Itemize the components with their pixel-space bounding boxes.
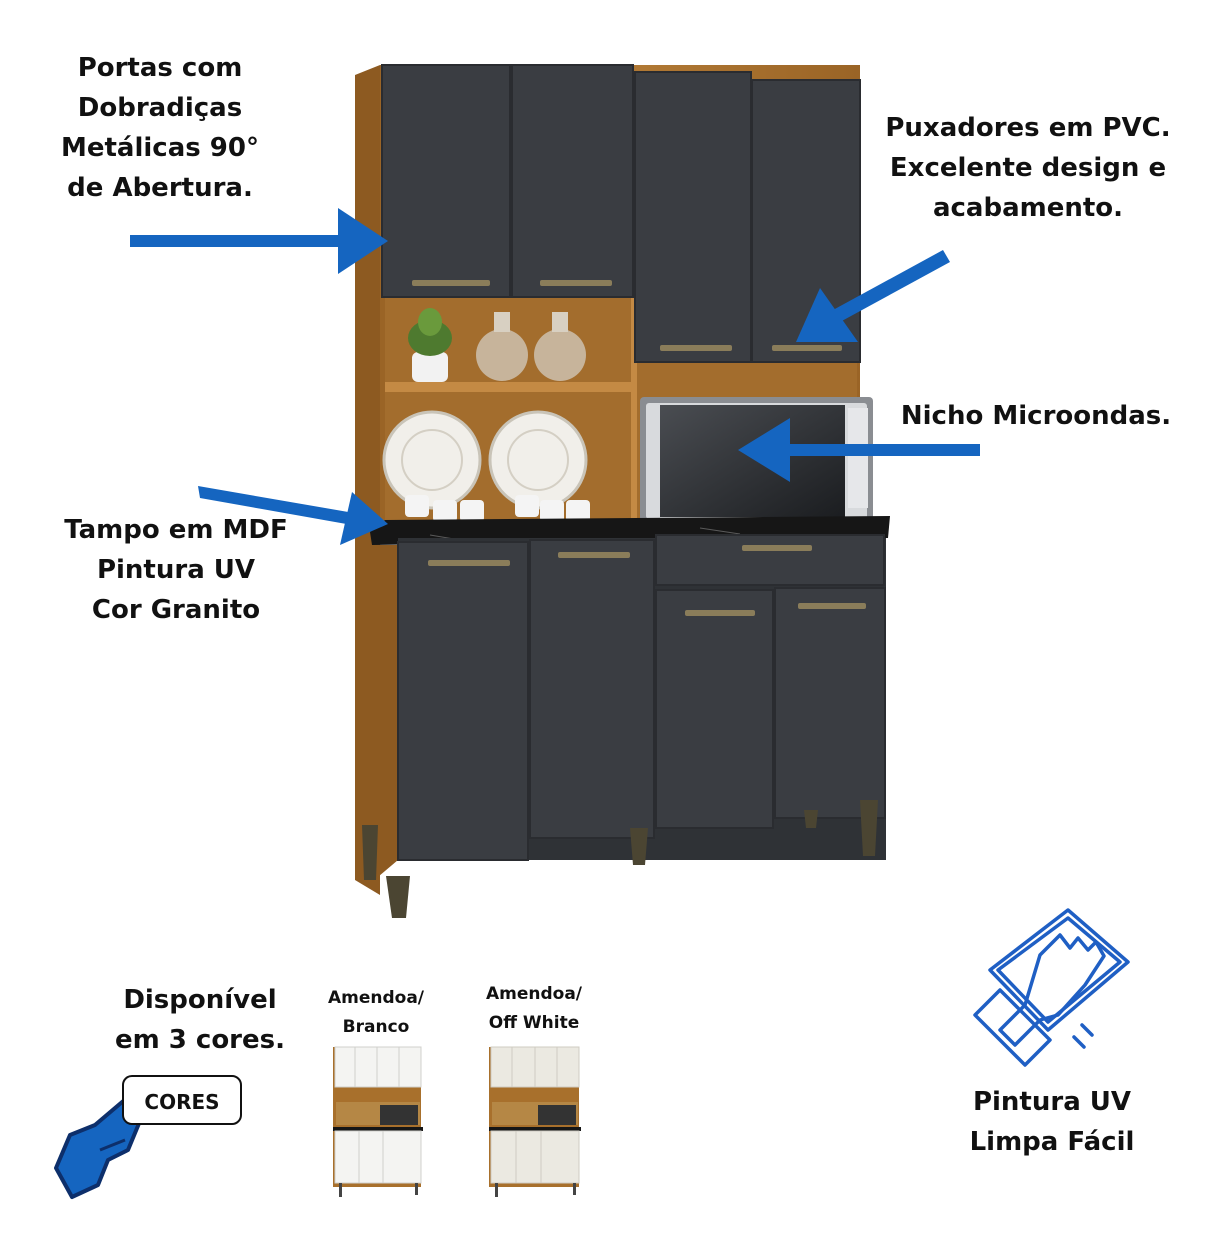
leg xyxy=(804,810,818,828)
handle xyxy=(540,280,612,286)
callout-line: Tampo em MDF xyxy=(64,515,288,545)
handle xyxy=(798,603,866,609)
leg xyxy=(386,876,410,918)
feature-line: Limpa Fácil xyxy=(969,1127,1135,1157)
callout-countertop: Tampo em MDF Pintura UV Cor Granito xyxy=(58,510,294,630)
handle xyxy=(772,345,842,351)
top-door-1 xyxy=(381,64,511,298)
callout-line: Cor Granito xyxy=(91,595,261,625)
feature-text: Pintura UV Limpa Fácil xyxy=(950,1082,1154,1162)
lower-door-3 xyxy=(655,589,774,829)
arrow-icon xyxy=(130,208,980,545)
handle xyxy=(412,280,490,286)
handle xyxy=(660,345,732,351)
variant-label-line: Off White xyxy=(488,1013,580,1033)
dishes-decor xyxy=(382,410,590,522)
callout-line: Puxadores em PVC. xyxy=(885,113,1171,143)
lower-door-2 xyxy=(529,539,655,839)
top-door-3 xyxy=(634,71,752,363)
callout-line: acabamento. xyxy=(932,193,1124,223)
callout-line: Metálicas 90° xyxy=(61,133,259,163)
variant-label-line: Branco xyxy=(342,1017,410,1037)
shelf-board xyxy=(385,382,633,392)
leg xyxy=(860,800,878,856)
callout-line: Portas com xyxy=(77,53,243,83)
plant-decor xyxy=(408,308,452,382)
variant-label-line: Amendoa/ xyxy=(327,988,425,1008)
callout-microwave: Nicho Microondas. xyxy=(896,396,1176,436)
callout-line: de Abertura. xyxy=(67,173,253,203)
callout-doors: Portas com Dobradiças Metálicas 90° de A… xyxy=(40,48,280,208)
cabinet-lower-side xyxy=(372,545,398,882)
lower-door-4 xyxy=(774,587,886,819)
microwave xyxy=(640,397,873,523)
callout-handles: Puxadores em PVC. Excelente design e aca… xyxy=(880,108,1176,228)
variant-label-line: Amendoa/ xyxy=(485,984,583,1004)
availability-line: Disponível xyxy=(123,985,277,1015)
cores-button[interactable]: CORES xyxy=(122,1075,242,1125)
variant-label-off-white: Amendoa/ Off White xyxy=(466,980,602,1038)
variant-thumb-off-white xyxy=(489,1046,581,1197)
variant-thumb-white xyxy=(333,1046,423,1197)
handle xyxy=(685,610,755,616)
callout-line: Excelente design e xyxy=(889,153,1167,183)
jar-decor xyxy=(476,312,586,381)
leg xyxy=(630,828,648,865)
hand-wiping-cloth-icon xyxy=(973,908,1130,1067)
lower-door-1 xyxy=(397,541,529,861)
variant-label-branco: Amendoa/ Branco xyxy=(312,984,440,1042)
leg xyxy=(362,825,378,880)
availability-line: em 3 cores. xyxy=(114,1025,285,1055)
niche-divider xyxy=(631,298,637,520)
handle xyxy=(428,560,510,566)
handle xyxy=(558,552,630,558)
top-door-2 xyxy=(511,64,634,298)
callout-line: Pintura UV xyxy=(96,555,256,585)
handle xyxy=(742,545,812,551)
feature-line: Pintura UV xyxy=(972,1087,1132,1117)
drawer xyxy=(655,534,885,586)
callout-line: Dobradiças xyxy=(77,93,243,123)
cabinet xyxy=(355,64,890,918)
callout-line: Nicho Microondas. xyxy=(900,401,1172,431)
availability-text: Disponível em 3 cores. xyxy=(100,980,300,1060)
